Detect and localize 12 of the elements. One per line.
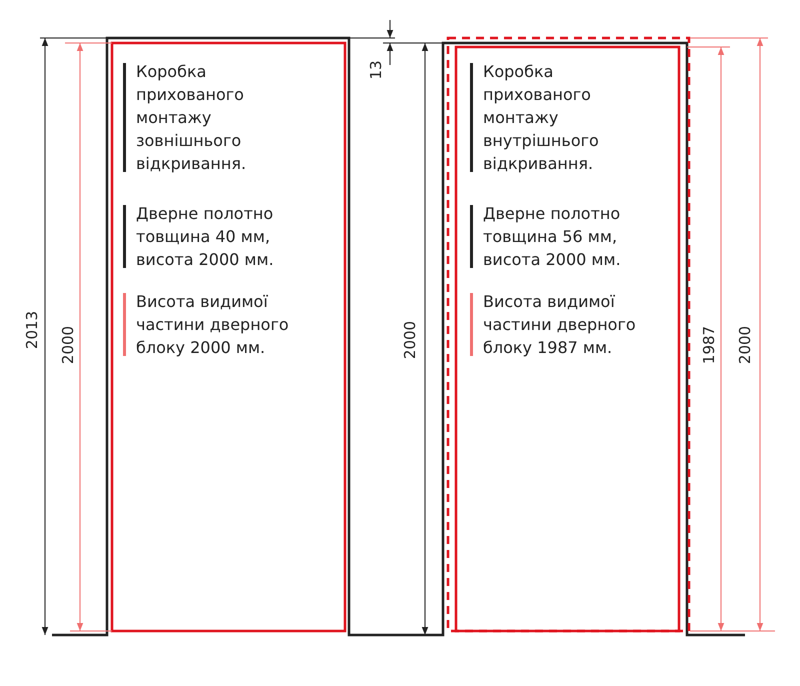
dimension-value: 13 (367, 60, 385, 80)
dimension-value: 2000 (59, 326, 77, 364)
dimension-value: 2000 (736, 326, 754, 364)
note-text: Висота видимої частини дверного блоку 2000 мм. (136, 291, 290, 359)
note-text: Дверне полотно товщина 40 мм, висота 2000 мм. (136, 203, 275, 271)
dimension-value: 1987 (700, 326, 718, 364)
dimension-value: 2000 (401, 320, 419, 360)
dimension-value: 2013 (23, 310, 41, 350)
note-text: Коробка прихованого монтажу зовнішнього відкривання. (136, 61, 248, 175)
note-text: Коробка прихованого монтажу внутрішнього відкривання. (483, 61, 600, 175)
note-text: Висота видимої частини дверного блоку 1987 мм. (483, 291, 637, 359)
note-text: Дверне полотно товщина 56 мм, висота 2000 мм. (483, 203, 622, 271)
